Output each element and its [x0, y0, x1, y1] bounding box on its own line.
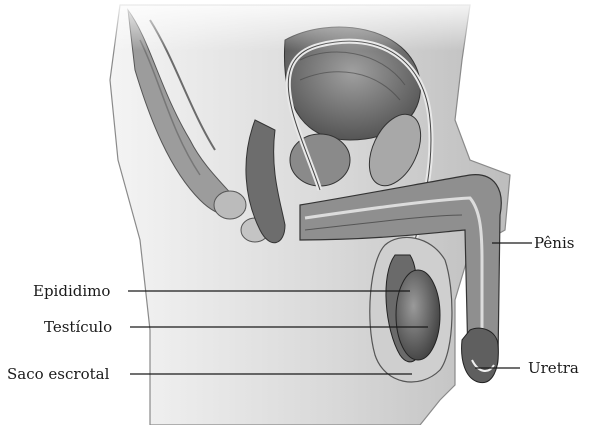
label-penis: Pênis [534, 236, 574, 251]
label-epididymis: Epididimo [33, 284, 110, 299]
label-testicle: Testículo [44, 320, 112, 335]
label-urethra: Uretra [528, 361, 579, 376]
label-scrotal-sac: Saco escrotal [7, 367, 109, 382]
